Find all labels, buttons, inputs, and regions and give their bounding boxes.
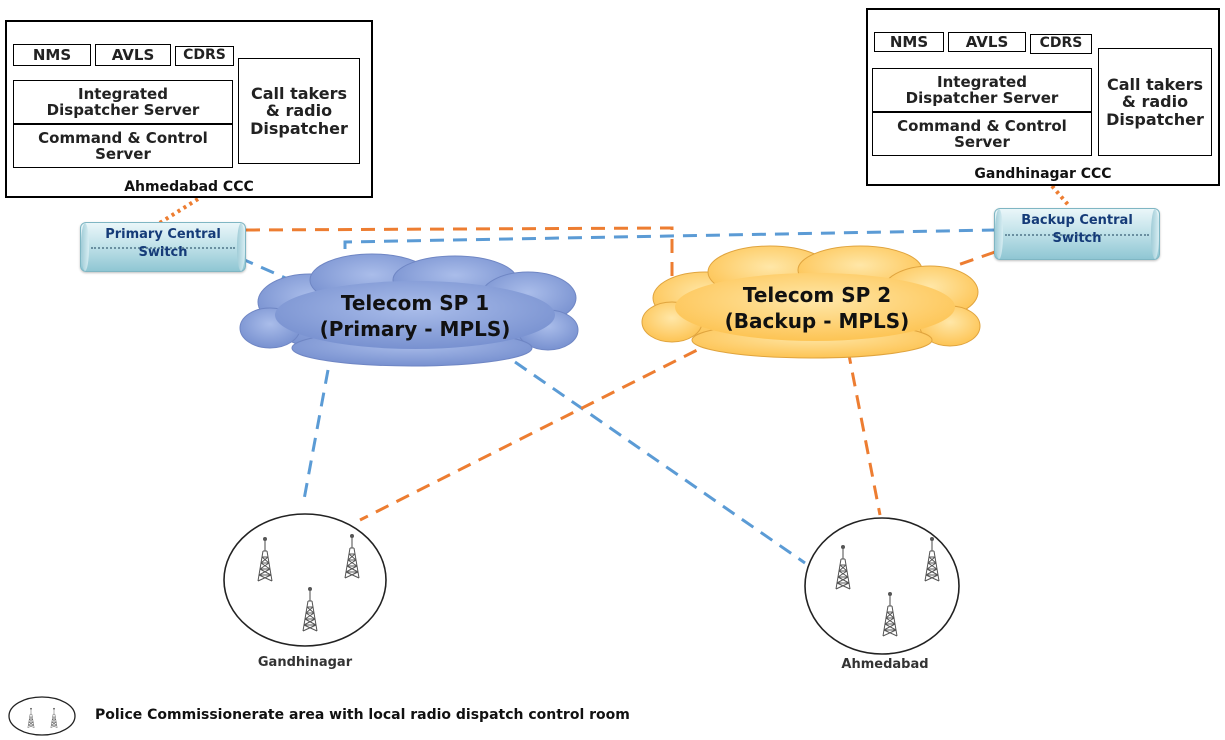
call-takers-box: Call takers & radio Dispatcher [238, 58, 360, 164]
primary-switch-to-sp1-link [239, 256, 291, 282]
primary-switch-to-sp2-link [245, 226, 674, 285]
integrated-dispatcher-server-box: Integrated Dispatcher Server [872, 68, 1092, 112]
telecom-sp1-cloud [239, 253, 579, 367]
command-control-server-box: Command & Control Server [872, 112, 1092, 156]
telecom-sp2-label: Telecom SP 2(Backup - MPLS) [724, 283, 910, 333]
sp2-to-gandhinagar-link [359, 338, 718, 522]
call-takers-box: Call takers & radio Dispatcher [1098, 48, 1212, 156]
ahmedabad-ccc: NMS AVLS CDRS Integrated Dispatcher Serv… [5, 20, 373, 198]
ahmedabad-label: Ahmedabad [841, 657, 929, 672]
cdrs-box: CDRS [175, 46, 234, 66]
switch-label-line2: Switch [1052, 230, 1102, 246]
avls-box: AVLS [948, 32, 1026, 52]
backup-central-switch: Backup Central Switch [994, 208, 1160, 260]
sp2-to-ahmedabad-link [846, 349, 882, 516]
integrated-dispatcher-server-box: Integrated Dispatcher Server [13, 80, 233, 124]
command-control-server-box: Command & Control Server [13, 124, 233, 168]
telecom-sp2-cloud [641, 245, 981, 359]
legend-text: Police Commissionerate area with local r… [95, 707, 630, 723]
telecom-sp1-label: Telecom SP 1(Primary - MPLS) [319, 291, 511, 341]
cdrs-box: CDRS [1030, 34, 1092, 54]
legend-area-symbol [8, 696, 76, 736]
ccc-label: Gandhinagar CCC [974, 166, 1112, 182]
primary-central-switch: Primary Central Switch [80, 222, 246, 272]
switch-label-line2: Switch [138, 244, 188, 260]
ahmedabad-ccc-to-primary-switch-link [156, 197, 200, 226]
switch-label-line1: Backup Central [1021, 213, 1133, 228]
nms-box: NMS [874, 32, 944, 52]
nms-box: NMS [13, 44, 91, 66]
gandhinagar-ccc: NMS AVLS CDRS Integrated Dispatcher Serv… [866, 8, 1220, 186]
backup-switch-to-sp2-link [954, 250, 996, 268]
sp1-to-gandhinagar-link [301, 369, 330, 506]
gandhinagar-ccc-to-backup-switch-link [1050, 184, 1072, 209]
sp1-to-ahmedabad-link [514, 360, 806, 565]
gandhinagar-area [223, 513, 387, 647]
switch-label-line1: Primary Central [105, 227, 221, 242]
ccc-label: Ahmedabad CCC [124, 179, 254, 195]
gandhinagar-label: Gandhinagar [257, 655, 353, 670]
ahmedabad-area [804, 517, 960, 655]
avls-box: AVLS [95, 44, 171, 66]
